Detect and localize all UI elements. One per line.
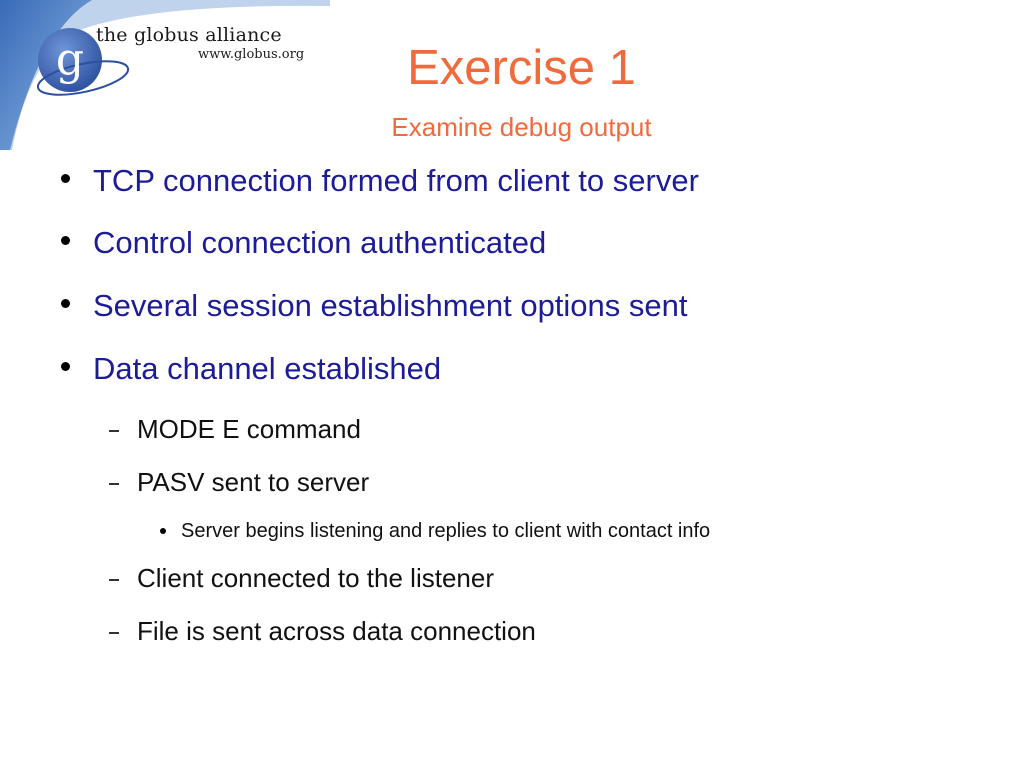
list-item-text: Several session establishment options se… (93, 288, 688, 323)
dash-icon (109, 430, 119, 432)
sub-list-item: Client connected to the listener (109, 563, 494, 593)
bullet-icon (61, 236, 70, 245)
sub-list-item-text: Client connected to the listener (137, 563, 494, 593)
list-item: Data channel established (61, 351, 442, 386)
sub-sub-list-item: Server begins listening and replies to c… (160, 520, 711, 542)
sub-list-item: MODE E command (109, 414, 361, 444)
list-item-text: Data channel established (93, 351, 442, 386)
sub-list-item: PASV sent to server (109, 467, 370, 497)
sub-list-item-text: PASV sent to server (137, 467, 370, 497)
dash-icon (109, 632, 119, 634)
dash-icon (109, 579, 119, 581)
corner-swoosh-decoration (0, 0, 330, 150)
list-item: TCP connection formed from client to ser… (61, 163, 699, 198)
sub-list-item: File is sent across data connection (109, 616, 536, 646)
slide-subtitle: Examine debug output (391, 112, 652, 142)
slide-title: Exercise 1 (407, 41, 636, 95)
sub-list-item-text: File is sent across data connection (137, 616, 536, 646)
logo-letter: g (56, 34, 84, 85)
bullet-icon (61, 174, 70, 183)
bullet-icon (61, 362, 70, 371)
brand-url: www.globus.org (198, 47, 305, 62)
sub-sub-list-item-text: Server begins listening and replies to c… (181, 520, 711, 542)
list-item-text: Control connection authenticated (93, 225, 547, 260)
sub-list-item-text: MODE E command (137, 414, 361, 444)
list-item: Control connection authenticated (61, 225, 547, 260)
bullet-icon (61, 299, 70, 308)
brand-name: the globus alliance (96, 24, 282, 46)
dash-icon (109, 483, 119, 485)
list-item: Several session establishment options se… (61, 288, 688, 323)
list-item-text: TCP connection formed from client to ser… (93, 163, 699, 198)
globus-logo-icon: g (36, 28, 130, 96)
bullet-icon (160, 528, 166, 534)
